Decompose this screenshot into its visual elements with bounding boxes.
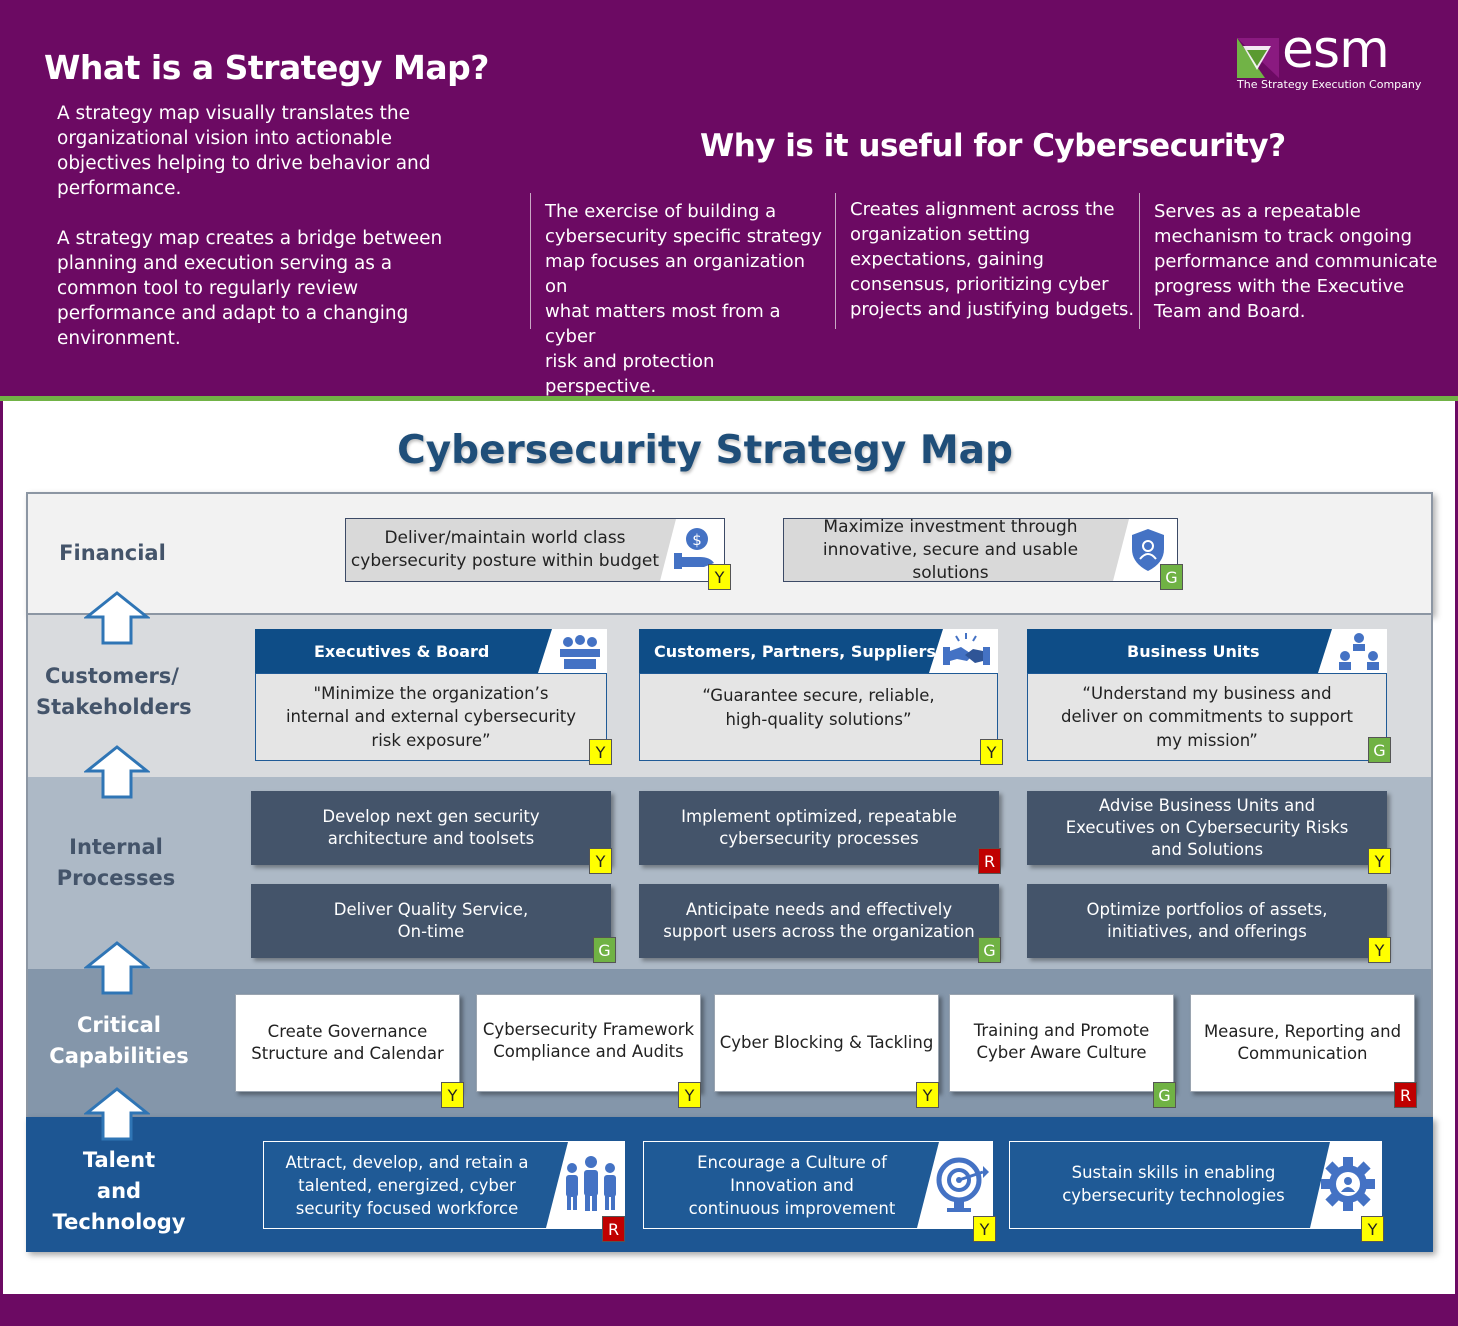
band-financial [26, 492, 1433, 615]
label-internal: Internal Processes [56, 835, 176, 890]
status-badge: R [978, 848, 1001, 874]
status-badge: R [1394, 1082, 1417, 1108]
status-badge: Y [973, 1216, 996, 1242]
column-divider [1139, 193, 1140, 329]
status-badge: Y [589, 739, 612, 765]
status-badge: R [602, 1216, 625, 1242]
why-column-1: The exercise of building a cybersecurity… [545, 201, 822, 397]
status-badge: Y [678, 1082, 701, 1108]
footer-band [0, 1294, 1458, 1326]
svg-text:$: $ [692, 531, 702, 549]
label-capabilities: Critical Capabilities [49, 1013, 189, 1068]
label-customers: Customers/ Stakeholders [36, 664, 192, 719]
label-talent: Talent and Technology [52, 1148, 186, 1234]
status-badge: Y [1368, 848, 1391, 874]
status-badge: G [593, 937, 616, 963]
up-arrow-icon [84, 1087, 150, 1141]
logo-tagline: The Strategy Execution Company [1237, 78, 1422, 91]
handshake-icon [929, 629, 998, 673]
header-title: What is a Strategy Map? [44, 48, 489, 87]
header-banner [0, 0, 1458, 398]
why-title: Why is it useful for Cybersecurity? [700, 128, 1286, 164]
org-chart-icon [1318, 629, 1387, 673]
status-badge: G [978, 937, 1001, 963]
intro-paragraph-1: A strategy map visually translates the o… [57, 103, 431, 199]
logo-word: esm [1282, 20, 1390, 80]
customer-card-2[interactable]: “Guarantee secure, reliable,high-quality… [639, 673, 998, 761]
why-column-3: Serves as a repeatable mechanism to trac… [1154, 201, 1438, 322]
status-badge: G [1368, 737, 1391, 763]
status-badge: G [1160, 564, 1183, 590]
up-arrow-icon [84, 591, 150, 645]
objective-internal-6[interactable]: Optimize portfolios of assets,initiative… [1027, 884, 1387, 958]
status-badge: Y [980, 739, 1003, 765]
status-badge: Y [916, 1082, 939, 1108]
status-badge: Y [589, 848, 612, 874]
label-financial: Financial [59, 541, 166, 565]
header-divider [0, 396, 1458, 401]
status-badge: Y [1361, 1216, 1384, 1242]
up-arrow-icon [84, 745, 150, 799]
target-icon [917, 1142, 992, 1228]
status-badge: Y [1368, 937, 1391, 963]
people-group-icon [546, 1142, 624, 1228]
logo-mark-icon [1237, 38, 1279, 78]
column-divider [530, 193, 531, 329]
capability-3[interactable]: Cyber Blocking & Tackling [714, 994, 939, 1092]
status-badge: Y [441, 1082, 464, 1108]
frame-left [0, 401, 3, 1294]
boardroom-icon [538, 629, 607, 673]
gear-user-icon [1310, 1142, 1381, 1228]
status-badge: G [1153, 1082, 1176, 1108]
column-divider [835, 193, 836, 329]
intro-paragraph-2: A strategy map creates a bridge between … [57, 228, 443, 349]
status-badge: Y [708, 564, 731, 590]
objective-internal-4[interactable]: Deliver Quality Service,On-time [251, 884, 611, 958]
frame-right [1455, 401, 1458, 1294]
why-column-2: Creates alignment across the organizatio… [850, 199, 1135, 320]
esm-logo: esm The Strategy Execution Company [1235, 20, 1422, 94]
up-arrow-icon [84, 941, 150, 995]
map-title: Cybersecurity Strategy Map [397, 428, 1013, 473]
